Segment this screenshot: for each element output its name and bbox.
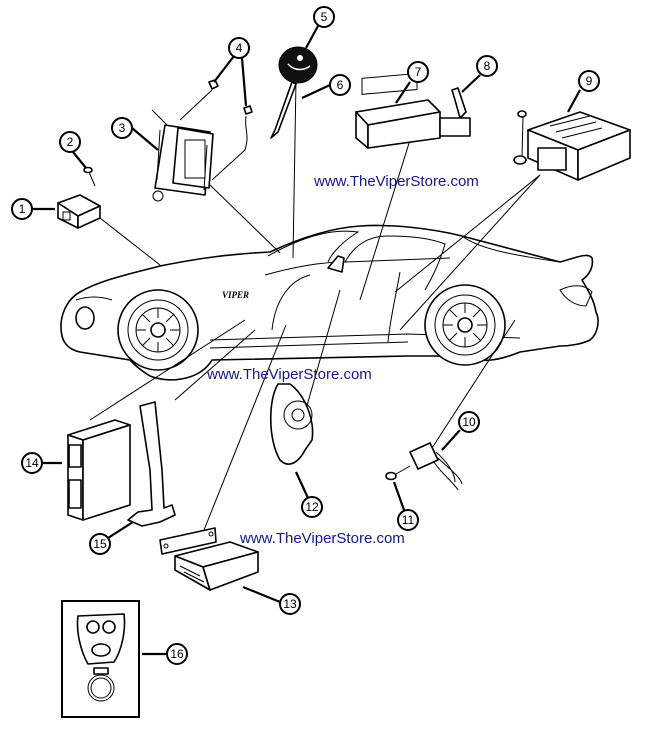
svg-text:8: 8	[484, 59, 491, 73]
callout-13: 13	[279, 593, 301, 615]
part-7-control-module	[355, 72, 441, 149]
callouts: 1 2 3 4 5 6 7 8 9	[11, 6, 600, 665]
svg-text:3: 3	[119, 121, 126, 135]
rear-wheel	[424, 284, 506, 366]
viper-badge: VIPER	[222, 290, 249, 300]
part-15-harness	[127, 401, 176, 527]
svg-text:4: 4	[236, 41, 243, 55]
svg-text:5: 5	[321, 10, 328, 24]
callout-12: 12	[301, 496, 323, 518]
svg-text:2: 2	[67, 135, 74, 149]
callout-5: 5	[313, 6, 335, 28]
part-11-screw	[385, 465, 411, 481]
part-13-bracket-module	[159, 527, 259, 591]
callout-4: 4	[228, 37, 250, 59]
part-5-horn-pad	[278, 46, 318, 84]
svg-text:13: 13	[283, 597, 297, 611]
svg-text:16: 16	[170, 647, 184, 661]
part-9-controller-box	[513, 110, 631, 181]
part-10-sensor-connector	[409, 442, 463, 491]
part-2-screw	[83, 166, 96, 187]
car-illustration: VIPER	[60, 224, 599, 381]
part-12-clockspring	[269, 383, 314, 465]
side-mirror	[327, 255, 345, 273]
part-8-bracket	[439, 87, 471, 137]
callout-11: 11	[397, 509, 419, 531]
svg-text:11: 11	[402, 513, 415, 527]
callout-2: 2	[59, 131, 81, 153]
watermark-middle: www.TheViperStore.com	[207, 366, 372, 383]
part-16-key-fob	[61, 600, 140, 718]
svg-text:10: 10	[462, 415, 476, 429]
callout-7: 7	[407, 61, 429, 83]
headlight	[75, 306, 95, 330]
callout-1: 1	[11, 198, 33, 220]
svg-text:7: 7	[415, 65, 422, 79]
callout-8: 8	[476, 55, 498, 77]
callout-15: 15	[89, 533, 111, 555]
part-6-wire-lead	[270, 81, 297, 139]
callout-9: 9	[578, 70, 600, 92]
callout-16: 16	[166, 643, 188, 665]
callout-10: 10	[458, 411, 480, 433]
svg-text:9: 9	[586, 74, 593, 88]
part-14-electronic-module	[67, 419, 131, 521]
part-3-airbag-module	[152, 124, 214, 202]
svg-text:12: 12	[305, 500, 319, 514]
front-wheel	[117, 289, 199, 371]
callout-3: 3	[111, 117, 133, 139]
watermark-top: www.TheViperStore.com	[314, 173, 479, 190]
svg-text:14: 14	[25, 456, 39, 470]
svg-text:15: 15	[93, 537, 107, 551]
part-4-fasteners	[179, 79, 253, 181]
callout-6: 6	[329, 74, 351, 96]
leader-lines	[89, 79, 541, 531]
part-1-module-box	[57, 194, 101, 229]
svg-text:6: 6	[337, 78, 344, 92]
svg-text:1: 1	[19, 202, 26, 216]
watermark-bottom: www.TheViperStore.com	[240, 530, 405, 547]
callout-14: 14	[21, 452, 43, 474]
